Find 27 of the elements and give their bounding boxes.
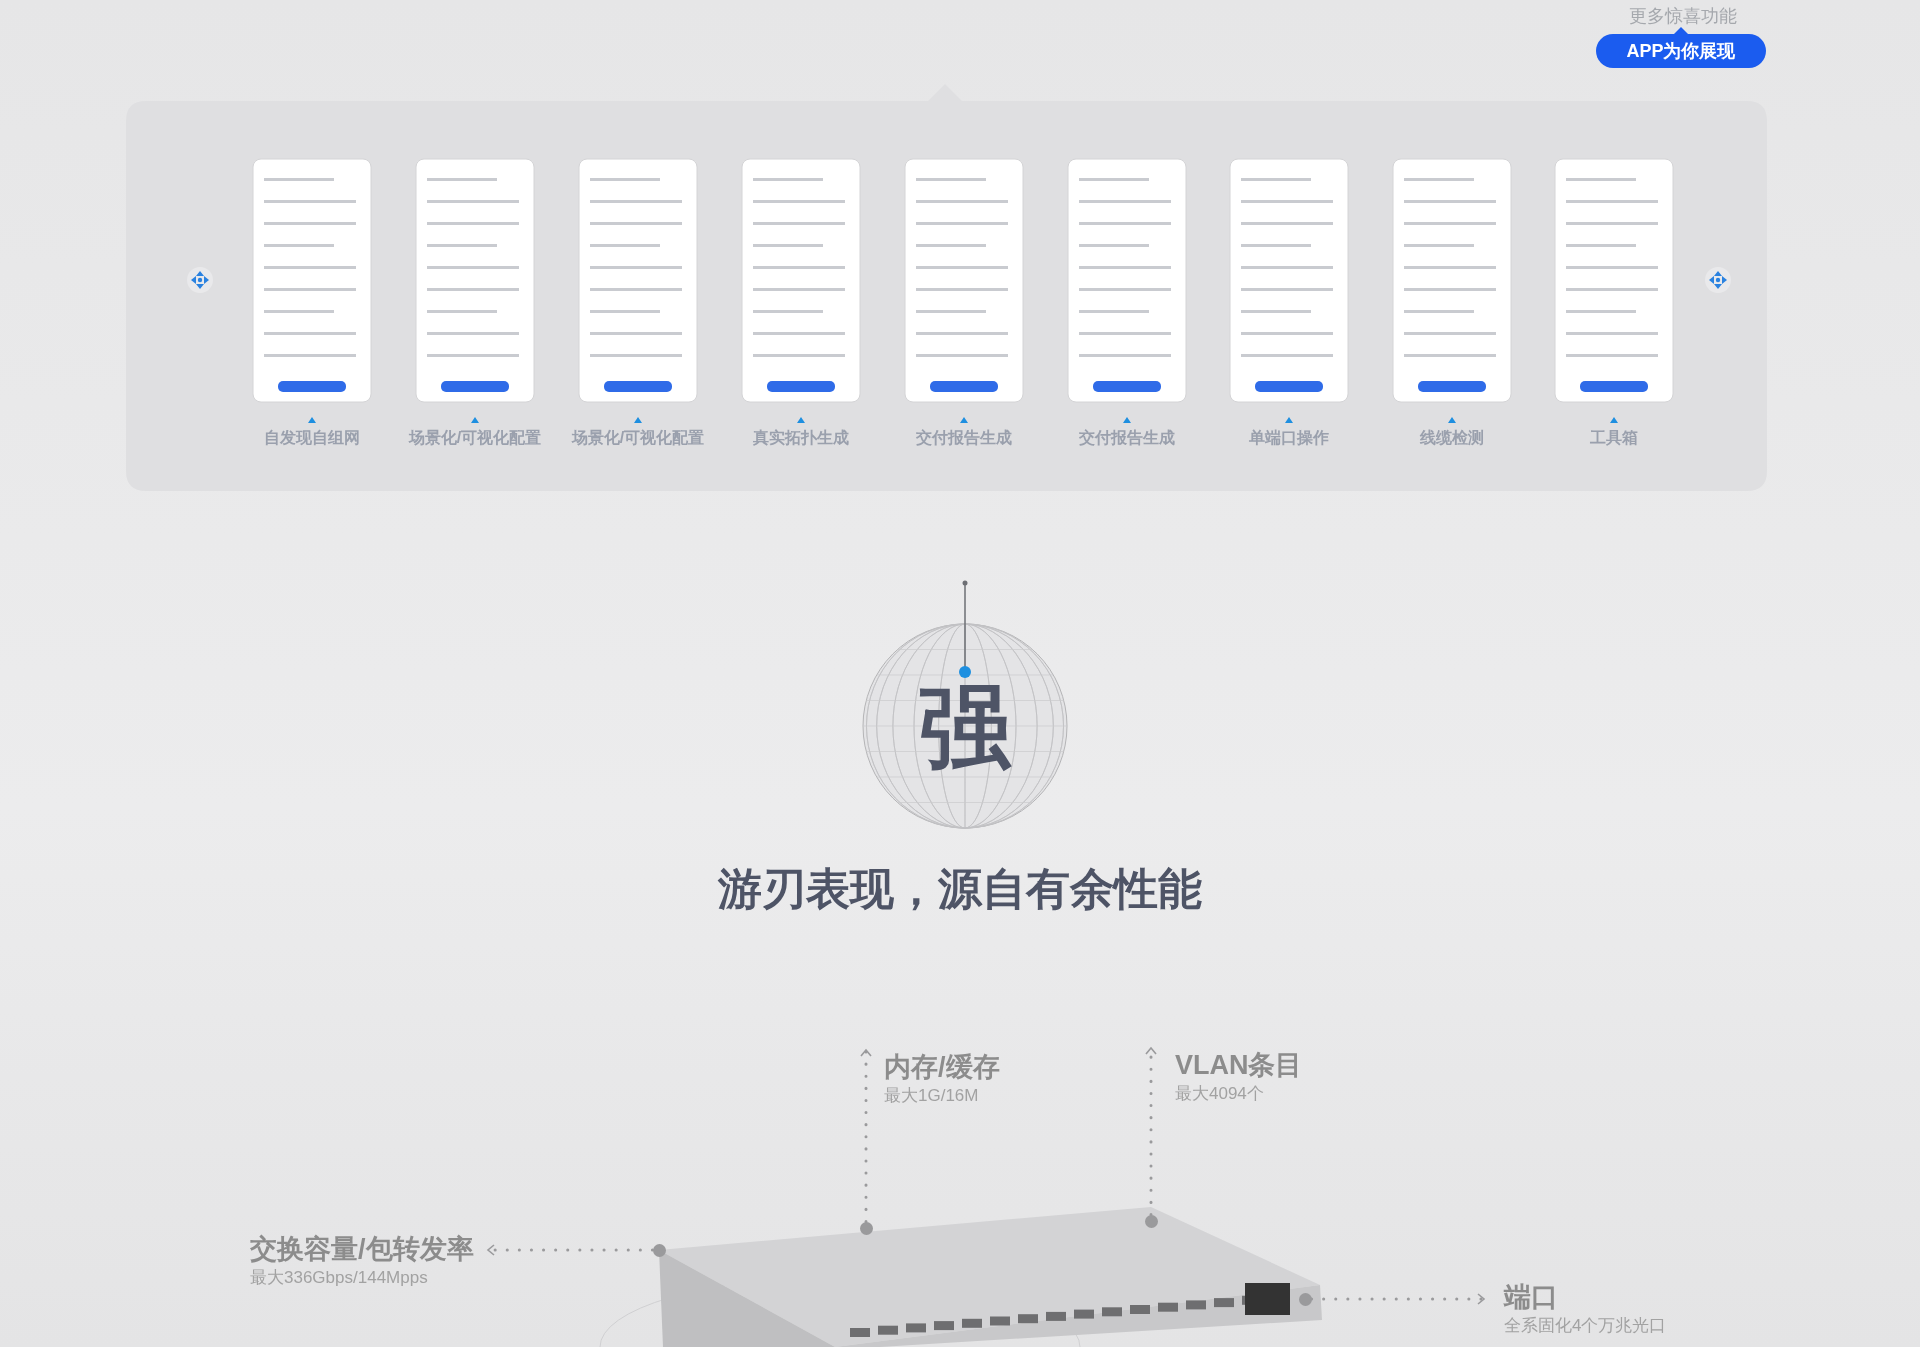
caption-text: 交付报告生成 [916,428,1012,448]
caption-text: 交付报告生成 [1079,428,1175,448]
large-character-text: 强 [918,672,1013,782]
feature-button: APP为你展现 [1596,34,1766,68]
caption-text: 自发现自组网 [264,428,360,448]
leader-line [1145,1046,1157,1216]
feature-value: 全系固化4个万兆光口 [1504,1315,1667,1337]
feature-heading: 端口 [1504,1281,1559,1314]
leader-line [860,1048,872,1223]
caption-text: 真实拓扑生成 [753,428,849,448]
feature-heading: 内存/缓存 [884,1051,1000,1084]
leader-line [486,1244,654,1256]
caption-text: 线缆检测 [1420,428,1484,448]
caption-text: 单端口操作 [1249,428,1329,448]
caption-text: 场景化/可视化配置 [408,428,542,448]
caption-text: 场景化/可视化配置 [571,428,705,448]
caption-text: 工具箱 [1590,428,1638,448]
leader-line [1310,1293,1486,1305]
feature-heading: 交换容量/包转发率 [250,1233,474,1266]
feature-value: 最大4094个 [1175,1083,1265,1105]
marker-dot [859,1221,873,1235]
subtitle-text: 更多惊喜功能 [1628,5,1738,28]
feature-value: 最大1G/16M [884,1085,980,1107]
feature-value: 最大336Gbps/144Mpps [250,1267,429,1289]
marker-dot [652,1243,666,1257]
feature-heading: VLAN条目 [1175,1049,1303,1082]
section-heading: 游刃表现，源自有余性能 [717,863,1203,915]
